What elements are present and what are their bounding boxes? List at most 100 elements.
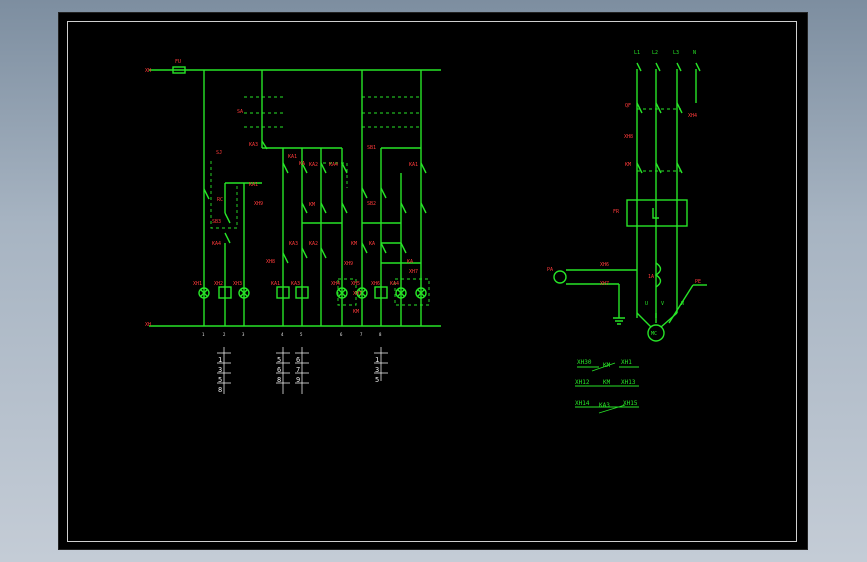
note-2-left: XH12 (575, 379, 590, 386)
coil-1 (218, 286, 232, 299)
lamp-5 (395, 287, 407, 299)
tag-10: SB3 (212, 219, 221, 225)
fr-element (652, 208, 659, 219)
xref-3-row-3: 9 (296, 376, 300, 384)
tag-1: SJ (216, 150, 222, 156)
sa-label: SA (237, 109, 243, 115)
note-2-right: XH13 (621, 379, 636, 386)
lamp-1 (198, 287, 210, 299)
xref-table-2: 5 6 8 (276, 347, 290, 394)
xref-4-row-1: 1 (375, 356, 379, 364)
tag-3: KA2 (309, 162, 318, 168)
power-tag-km: KM (625, 162, 631, 168)
tag-4: KA4 (329, 162, 338, 168)
ammeter-pa (553, 270, 567, 284)
tag-30: KM (353, 309, 359, 315)
motor-label: MC (651, 331, 657, 337)
xref-table-4: 1 3 5 (374, 347, 388, 384)
tag-25: XH4 (331, 281, 340, 287)
contact-symbols (203, 140, 427, 273)
km-contacts (636, 162, 683, 174)
tag-18: KA (369, 241, 375, 247)
fuse-label: FU (175, 59, 181, 65)
xref-1-row-2: 3 (218, 366, 222, 374)
motor-leads (636, 312, 678, 328)
terminal-7: 7 (360, 332, 363, 337)
xref-2-row-1: 5 (277, 356, 281, 364)
tag-15: XH9 (344, 261, 353, 267)
terminal-3: 3 (242, 332, 245, 337)
xref-3-row-2: 7 (296, 366, 300, 374)
top-bus-label: XH (145, 68, 151, 74)
power-tag-qf: QF (625, 103, 631, 109)
terminal-6: 6 (340, 332, 343, 337)
note-3-left: XH14 (575, 400, 590, 407)
tag-23: KA1 (271, 281, 280, 287)
tag-33: RC (217, 197, 223, 203)
tag-17: KM (351, 241, 357, 247)
xref-1-row-3: 5 (218, 376, 222, 384)
tag-5: SB1 (367, 145, 376, 151)
lamp-group-box-2 (337, 278, 357, 306)
tag-12: KA3 (289, 241, 298, 247)
tag-2: KA1 (288, 154, 297, 160)
terminal-2: 2 (223, 332, 226, 337)
tag-27: XH6 (371, 281, 380, 287)
tag-21: XH2 (214, 281, 223, 287)
tag-28: KA4 (390, 281, 399, 287)
terminal-5: 5 (300, 332, 303, 337)
tag-22: XH3 (233, 281, 242, 287)
tag-9: KA1 (249, 182, 258, 188)
xref-table-3: 6 7 9 (295, 347, 309, 394)
tag-26: XH5 (351, 281, 360, 287)
control-circuit: XH XH FU SA (145, 59, 441, 337)
phase-n: N (693, 50, 696, 56)
tag-14: XH8 (266, 259, 275, 265)
power-tag-0: XH4 (688, 113, 697, 119)
motor-terminal-w: W (681, 301, 685, 307)
xref-1-row-1: 1 (218, 356, 222, 364)
terminal-8: 8 (379, 332, 382, 337)
note-3-mid: KA3 (599, 402, 610, 409)
power-tag-pe: PE (695, 279, 701, 285)
tag-29: XH7 (409, 269, 418, 275)
relay-coils (218, 278, 430, 306)
lamp-4 (356, 287, 368, 299)
power-circuit: L1 L2 L3 N MC U (547, 50, 707, 342)
schematic-canvas: XH XH FU SA (145, 50, 707, 414)
coil-4 (374, 286, 388, 299)
terminal-4: 4 (281, 332, 284, 337)
xref-4-row-3: 5 (375, 376, 379, 384)
power-tag-1a: 1A (648, 274, 654, 280)
power-tag-fr: FR (613, 209, 620, 215)
phase-break-marks (636, 62, 701, 72)
interlock-dashes-right (323, 162, 348, 188)
tag-8: SB2 (367, 201, 376, 207)
tag-19: KA (299, 161, 305, 167)
note-1-right: XH1 (621, 359, 632, 366)
current-transformer (654, 262, 662, 288)
phase-l1: L1 (634, 50, 640, 56)
phase-l3: L3 (673, 50, 679, 56)
terminal-1: 1 (202, 332, 205, 337)
xref-2-row-2: 6 (277, 366, 281, 374)
motor-mc (647, 324, 665, 342)
xref-3-row-1: 6 (296, 356, 300, 364)
tag-20: XH1 (193, 281, 202, 287)
xref-4-row-2: 3 (375, 366, 379, 374)
power-tags: QF XH4 KM FR XH6 XH7 1A PE XH8 PA (547, 103, 701, 287)
phase-l2: L2 (652, 50, 658, 56)
lamp-3 (336, 287, 348, 299)
power-tag-xh8: XH8 (624, 134, 633, 140)
tag-24: KA3 (291, 281, 300, 287)
tag-11: KA4 (212, 241, 221, 247)
tag-32: XH9 (254, 201, 263, 207)
lamp-2 (238, 287, 250, 299)
control-tags: KA3 SJ KA1 KA2 KA4 SB1 KA1 KM SB2 KA1 SB… (193, 142, 418, 315)
xref-table-1: 1 3 5 8 (217, 347, 231, 394)
motor-terminal-v: V (661, 301, 664, 307)
power-tag-xh6: XH6 (600, 262, 609, 268)
note-2-mid: KM (603, 379, 611, 386)
bottom-bus-label: XH (145, 322, 151, 328)
drawing-sheet: XH XH FU SA (59, 13, 807, 549)
